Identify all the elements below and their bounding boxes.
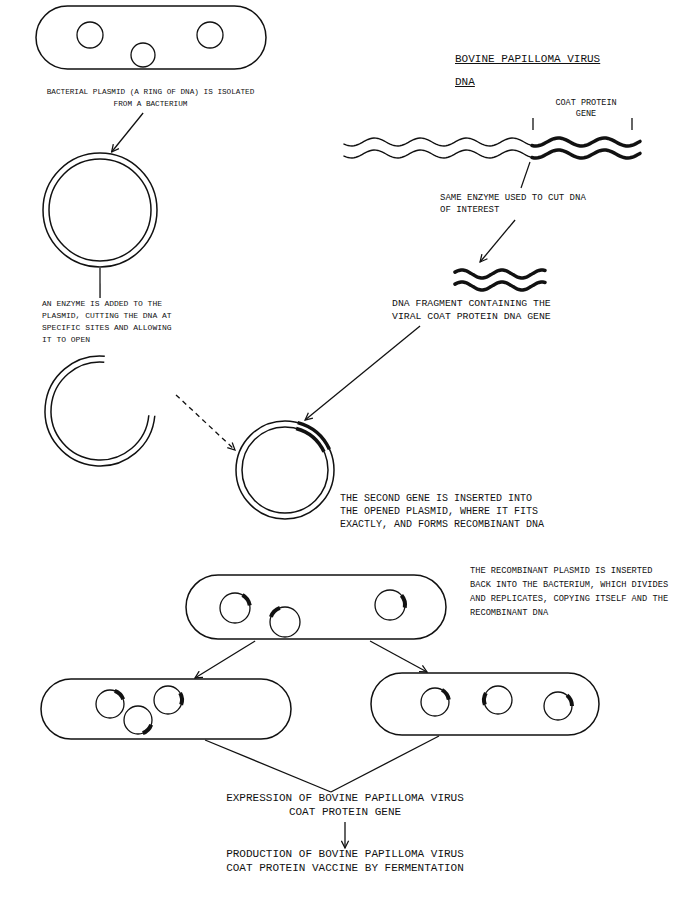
gene-boundary-tick [631, 118, 632, 130]
opened-plasmid-arc [51, 362, 149, 460]
text-holder: COAT PROTEIN GENE [550, 98, 622, 120]
inserted-gene [180, 693, 182, 705]
inserted-gene [567, 695, 572, 706]
bacterium-outline [36, 6, 266, 69]
text-holder: SAME ENZYME USED TO CUT DNA OF INTEREST [440, 193, 595, 216]
connector [205, 740, 331, 792]
text-holder: PRODUCTION OF BOVINE PAPILLOMA VIRUS COA… [219, 848, 471, 876]
inserted-gene [143, 725, 151, 733]
bacterium-outline [186, 575, 446, 639]
gene-fragment [455, 270, 545, 278]
dna-strand [344, 138, 532, 146]
gene-boundary-tick [532, 118, 533, 130]
plasmid-ring [154, 686, 182, 714]
plasmid-ring [236, 421, 334, 519]
daughter-bacterium-drawing [40, 678, 292, 740]
leader-line [521, 162, 530, 188]
source-bacterium: BACTERIAL PLASMID (A RING OF DNA) IS ISO… [35, 5, 267, 113]
daughter-bacterium [40, 678, 292, 740]
result-text: PRODUCTION OF BOVINE PAPILLOMA VIRUS COA… [219, 848, 471, 876]
inserted-gene [115, 691, 123, 699]
recombinant-bacterium-drawing [185, 565, 447, 641]
connector [480, 220, 515, 262]
isolated-plasmid [42, 152, 158, 268]
connector [99, 268, 100, 298]
dna-strand [344, 150, 532, 158]
dna-fragment-drawing [392, 262, 562, 296]
recombinant-plasmid: THE SECOND GENE IS INSERTED INTO THE OPE… [235, 420, 555, 540]
inserted-gene [271, 608, 280, 617]
plasmid-ring [421, 688, 449, 716]
plasmid-ring [131, 43, 155, 67]
heading-text: BOVINE PAPILLOMA VIRUS DNA [455, 48, 610, 94]
text-holder: DNA FRAGMENT CONTAINING THE VIRAL COAT P… [392, 298, 562, 323]
gene-label: COAT PROTEIN GENE [550, 98, 622, 120]
connector [195, 641, 255, 678]
opened-plasmid: AN ENZYME IS ADDED TO THE PLASMID, CUTTI… [42, 298, 176, 468]
caption-text: THE RECOMBINANT PLASMID IS INSERTED BACK… [470, 565, 672, 621]
opened-plasmid-arc [45, 356, 155, 466]
text-holder: BACTERIAL PLASMID (A RING OF DNA) IS ISO… [38, 87, 263, 110]
virus-dna: BOVINE PAPILLOMA VIRUS DNA COAT PROTEIN G… [340, 48, 645, 220]
caption-text: THE SECOND GENE IS INSERTED INTO THE OPE… [340, 492, 555, 531]
text-holder: THE RECOMBINANT PLASMID IS INSERTED BACK… [470, 565, 672, 621]
connector [344, 822, 345, 848]
plasmid-ring [49, 159, 151, 261]
plasmid-ring [220, 593, 250, 623]
caption-text: DNA FRAGMENT CONTAINING THE VIRAL COAT P… [392, 298, 562, 323]
inserted-gene [296, 428, 324, 451]
result-text-box: PRODUCTION OF BOVINE PAPILLOMA VIRUS COA… [219, 848, 471, 878]
source-bacterium-drawing [35, 5, 267, 71]
plasmid-ring [77, 22, 103, 48]
connector [176, 395, 235, 450]
plasmid-ring [197, 22, 223, 48]
connector [305, 326, 420, 420]
inserted-gene [484, 693, 486, 705]
daughter-bacterium-drawing [370, 672, 600, 736]
plasmid-ring [43, 153, 157, 267]
plasmid-ring [484, 686, 512, 714]
plasmid-ring [242, 427, 328, 513]
dna-fragment: DNA FRAGMENT CONTAINING THE VIRAL COAT P… [392, 262, 562, 326]
recombinant-bacterium: THE RECOMBINANT PLASMID IS INSERTED BACK… [185, 565, 672, 641]
inserted-gene [442, 690, 449, 700]
inserted-gene [243, 595, 250, 605]
result-text: EXPRESSION OF BOVINE PAPILLOMA VIRUS COA… [219, 792, 471, 820]
plasmid-ring [544, 692, 572, 720]
gene-fragment [455, 282, 545, 290]
coat-protein-gene [532, 138, 640, 146]
caption-text: SAME ENZYME USED TO CUT DNA OF INTEREST [440, 193, 595, 216]
connector [112, 113, 144, 152]
connector [331, 736, 439, 792]
text-holder: EXPRESSION OF BOVINE PAPILLOMA VIRUS COA… [219, 792, 471, 820]
text-holder: THE SECOND GENE IS INSERTED INTO THE OPE… [340, 492, 555, 531]
plasmid-ring [124, 706, 152, 734]
inserted-gene [401, 595, 405, 607]
plasmid-ring [96, 690, 124, 718]
bacterium-outline [371, 673, 599, 735]
plasmid-ring [375, 590, 405, 620]
coat-protein-gene [532, 150, 640, 158]
daughter-bacterium [370, 672, 600, 736]
connector [370, 641, 427, 672]
caption-text: BACTERIAL PLASMID (A RING OF DNA) IS ISO… [38, 87, 263, 110]
plasmid-ring [270, 607, 300, 637]
isolated-plasmid-drawing [42, 152, 158, 268]
text-holder: BOVINE PAPILLOMA VIRUS DNA [455, 48, 610, 94]
recombinant-plasmid-drawing [235, 420, 336, 521]
caption-text: AN ENZYME IS ADDED TO THE PLASMID, CUTTI… [42, 298, 176, 346]
text-holder: AN ENZYME IS ADDED TO THE PLASMID, CUTTI… [42, 298, 176, 346]
result-text-box: EXPRESSION OF BOVINE PAPILLOMA VIRUS COA… [219, 792, 471, 822]
bacterium-outline [41, 679, 291, 739]
